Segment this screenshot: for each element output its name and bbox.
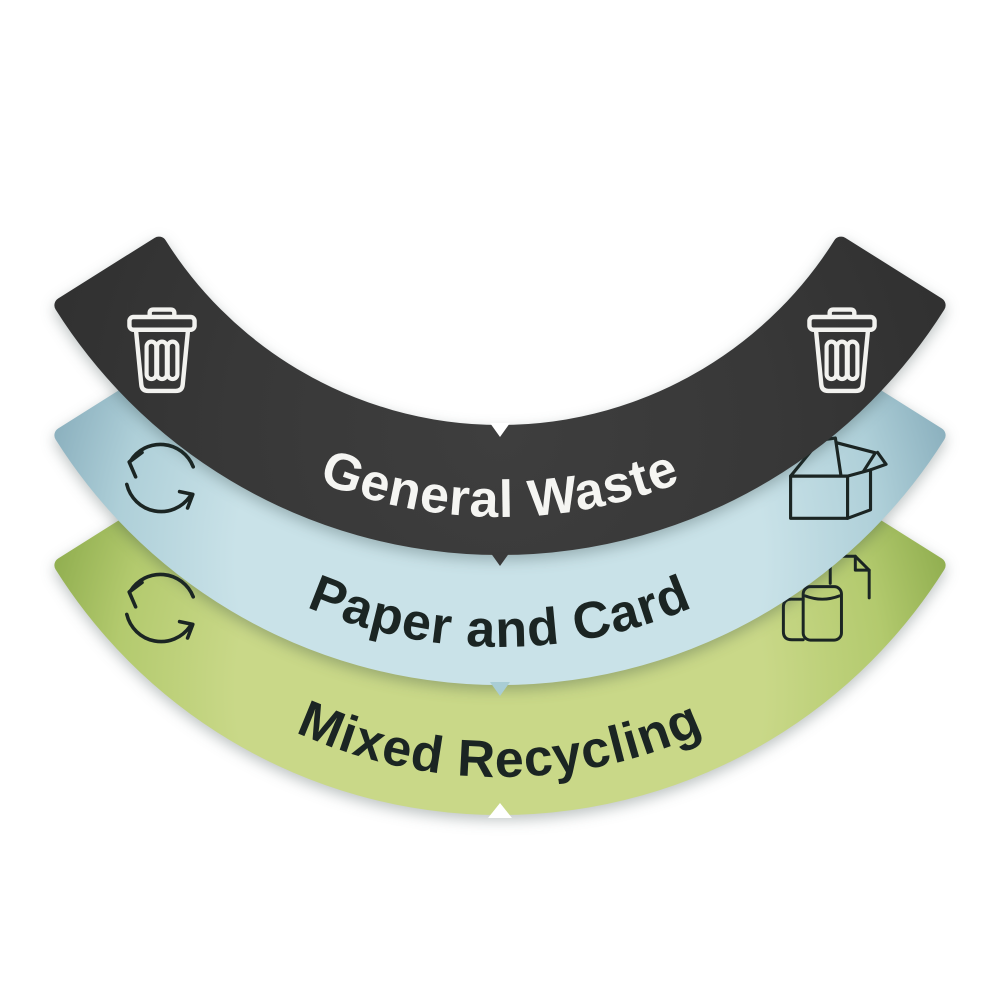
label-band-general-waste: General Waste [62,245,937,547]
notch-mixed-recycling-outer [488,803,512,818]
notch-paper-and-card-inner [490,552,510,566]
label-band-paper-and-card: Paper and Card [62,375,937,677]
label-band-mixed-recycling: Mixed Recycling [62,505,937,807]
notch-mixed-recycling-inner [490,682,510,696]
notch-general-waste-inner [490,423,510,437]
